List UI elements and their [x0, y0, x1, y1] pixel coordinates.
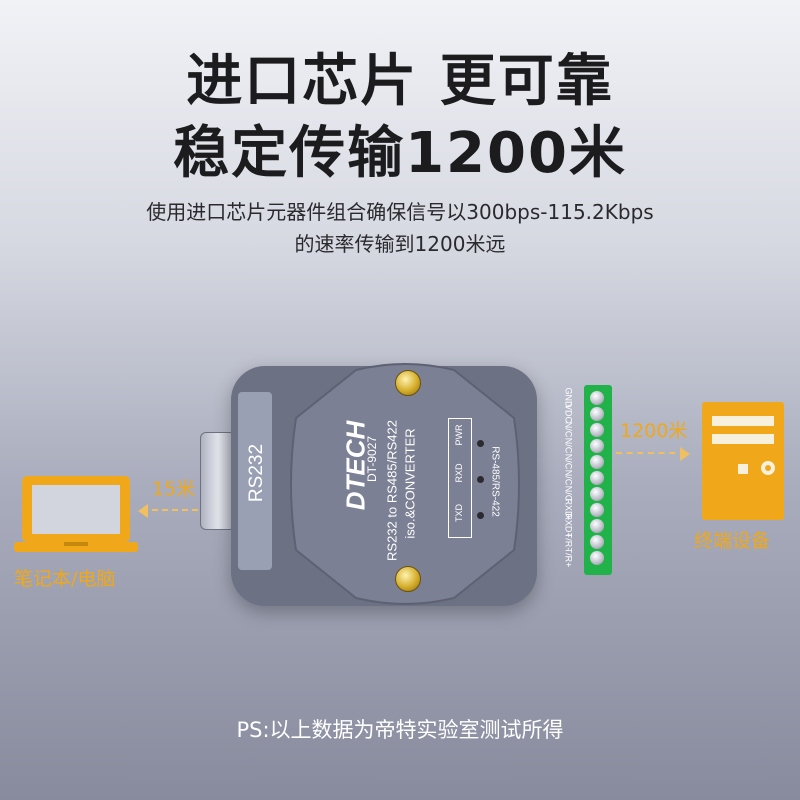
device-center-plate: [286, 362, 524, 606]
left-distance-label: 15米: [152, 478, 196, 500]
right-connector-line: [616, 452, 686, 454]
left-arrow-icon: [138, 503, 148, 518]
terminal-screw: [590, 535, 604, 549]
subtitle-line2: 的速率传输到1200米远: [294, 232, 506, 256]
footer-note: PS:以上数据为帝特实验室测试所得: [236, 718, 564, 742]
mounting-screw-top: [395, 370, 421, 396]
led-label-box: [448, 418, 472, 538]
led-label-txd: TXD: [454, 504, 464, 522]
led-label-rxd: RXD: [454, 463, 464, 483]
headline-line2: 稳定传输1200米: [173, 121, 627, 186]
subtitle-line1: 使用进口芯片元器件组合确保信号以300bps-115.2Kbps: [146, 200, 654, 224]
mode-label: RS-485/RS-422: [489, 446, 501, 517]
right-distance-label: 1200米: [620, 420, 688, 442]
terminal-device-label: 终端设备: [694, 530, 771, 552]
led-rxd: [477, 476, 484, 483]
laptop-icon: [14, 472, 138, 558]
laptop-label: 笔记本/电脑: [14, 568, 116, 590]
device-description-line1: RS232 to RS485/RS422: [384, 420, 400, 561]
model-number: DT-9027: [365, 435, 379, 483]
device-description-line2: iso.&CONVERTER: [402, 428, 418, 539]
terminal-screw: [590, 391, 604, 405]
port-label-panel: [238, 392, 272, 570]
terminal-screw: [590, 423, 604, 437]
terminal-screw: [590, 407, 604, 421]
terminal-device-icon: [702, 402, 784, 520]
headline-line1: 进口芯片 更可靠: [186, 49, 614, 114]
left-connector-line: [142, 509, 198, 511]
port-label: RS232: [246, 443, 267, 503]
terminal-screw: [590, 503, 604, 517]
terminal-screw: [590, 519, 604, 533]
db9-connector: [200, 432, 236, 530]
right-arrow-icon: [680, 446, 690, 461]
led-txd: [477, 512, 484, 519]
terminal-screw: [590, 551, 604, 565]
terminal-screw: [590, 455, 604, 469]
led-pwr: [477, 440, 484, 447]
led-label-pwr: PWR: [454, 424, 464, 446]
terminal-screw: [590, 439, 604, 453]
terminal-screw: [590, 471, 604, 485]
terminal-label: T/R+: [563, 547, 574, 568]
mounting-screw-bottom: [395, 566, 421, 592]
terminal-screw: [590, 487, 604, 501]
